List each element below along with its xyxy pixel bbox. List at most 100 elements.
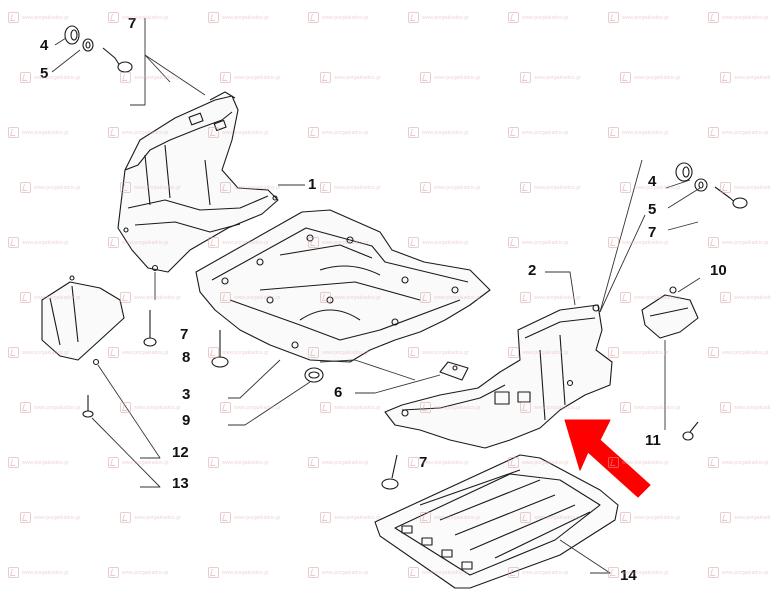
watermark-text: www.porgakiados.gr [234, 514, 281, 521]
watermark: www.porgakiados.gr [608, 567, 669, 578]
watermark: www.porgakiados.gr [8, 457, 69, 468]
watermark-logo-icon [720, 402, 731, 413]
watermark: www.porgakiados.gr [420, 512, 481, 523]
watermark-logo-icon [8, 237, 19, 248]
watermark-logo-icon [408, 12, 419, 23]
watermark-logo-icon [108, 12, 119, 23]
watermark-text: www.porgakiados.gr [22, 14, 69, 21]
watermark: www.porgakiados.gr [120, 402, 181, 413]
watermark: www.porgakiados.gr [308, 12, 369, 23]
watermark: www.porgakiados.gr [8, 12, 69, 23]
watermark: www.porgakiados.gr [708, 127, 769, 138]
watermark-logo-icon [8, 12, 19, 23]
callout-c13: 13 [172, 475, 189, 492]
part-3-center-shield [195, 209, 491, 363]
watermark-logo-icon [320, 402, 331, 413]
watermark-logo-icon [408, 457, 419, 468]
watermark-logo-icon [420, 512, 431, 523]
watermark-logo-icon [508, 12, 519, 23]
watermark-logo-icon [108, 567, 119, 578]
part-1-upper-shield [117, 91, 279, 273]
watermark-logo-icon [20, 402, 31, 413]
watermark: www.porgakiados.gr [108, 127, 169, 138]
watermark-logo-icon [408, 347, 419, 358]
watermark: www.porgakiados.gr [620, 182, 681, 193]
watermark-logo-icon [208, 347, 219, 358]
callout-c10: 10 [710, 262, 727, 279]
watermark-text: www.porgakiados.gr [422, 459, 469, 466]
watermark-logo-icon [308, 237, 319, 248]
watermark-logo-icon [508, 347, 519, 358]
watermark-text: www.porgakiados.gr [222, 459, 269, 466]
watermark-text: www.porgakiados.gr [734, 74, 771, 81]
watermark-text: www.porgakiados.gr [22, 569, 69, 576]
watermark-text: www.porgakiados.gr [22, 349, 69, 356]
watermark-text: www.porgakiados.gr [522, 239, 569, 246]
watermark-logo-icon [620, 512, 631, 523]
watermark-logo-icon [520, 182, 531, 193]
watermark: www.porgakiados.gr [208, 457, 269, 468]
watermark: www.porgakiados.gr [508, 127, 569, 138]
watermark-text: www.porgakiados.gr [722, 459, 769, 466]
watermark-text: www.porgakiados.gr [222, 239, 269, 246]
watermark-text: www.porgakiados.gr [34, 294, 81, 301]
watermark-logo-icon [708, 12, 719, 23]
watermark: www.porgakiados.gr [420, 182, 481, 193]
watermark-logo-icon [108, 237, 119, 248]
part-2-side-shield [384, 304, 613, 449]
watermark: www.porgakiados.gr [20, 72, 81, 83]
watermark-logo-icon [720, 72, 731, 83]
watermark: www.porgakiados.gr [708, 237, 769, 248]
callout-c14: 14 [620, 567, 637, 584]
watermark-text: www.porgakiados.gr [334, 294, 381, 301]
watermark-logo-icon [220, 512, 231, 523]
watermark-text: www.porgakiados.gr [122, 14, 169, 21]
watermark-text: www.porgakiados.gr [34, 184, 81, 191]
watermark-text: www.porgakiados.gr [122, 129, 169, 136]
watermark-text: www.porgakiados.gr [234, 184, 281, 191]
watermark-text: www.porgakiados.gr [34, 74, 81, 81]
watermark-text: www.porgakiados.gr [622, 569, 669, 576]
watermark-logo-icon [720, 292, 731, 303]
watermark-logo-icon [408, 567, 419, 578]
watermark-text: www.porgakiados.gr [22, 459, 69, 466]
watermark-text: www.porgakiados.gr [634, 514, 681, 521]
watermark-logo-icon [308, 457, 319, 468]
watermark: www.porgakiados.gr [208, 12, 269, 23]
watermark-text: www.porgakiados.gr [222, 349, 269, 356]
watermark: www.porgakiados.gr [20, 292, 81, 303]
watermark-text: www.porgakiados.gr [34, 404, 81, 411]
watermark: www.porgakiados.gr [120, 72, 181, 83]
watermark: www.porgakiados.gr [308, 567, 369, 578]
watermark: www.porgakiados.gr [720, 182, 771, 193]
watermark-text: www.porgakiados.gr [422, 349, 469, 356]
callout-c3: 3 [182, 386, 191, 403]
watermark: www.porgakiados.gr [108, 237, 169, 248]
callout-c4b: 4 [648, 173, 657, 190]
watermark-logo-icon [620, 292, 631, 303]
watermark-logo-icon [308, 127, 319, 138]
watermark-text: www.porgakiados.gr [634, 74, 681, 81]
watermark-text: www.porgakiados.gr [322, 129, 369, 136]
watermark-logo-icon [608, 347, 619, 358]
watermark: www.porgakiados.gr [208, 347, 269, 358]
watermark-logo-icon [420, 182, 431, 193]
watermark-text: www.porgakiados.gr [134, 74, 181, 81]
watermark: www.porgakiados.gr [708, 347, 769, 358]
watermark-logo-icon [420, 72, 431, 83]
watermark: www.porgakiados.gr [508, 237, 569, 248]
watermark-logo-icon [620, 72, 631, 83]
watermark-logo-icon [408, 237, 419, 248]
watermark: www.porgakiados.gr [520, 292, 581, 303]
watermark-text: www.porgakiados.gr [134, 404, 181, 411]
watermark-logo-icon [120, 402, 131, 413]
watermark-text: www.porgakiados.gr [534, 184, 581, 191]
watermark: www.porgakiados.gr [708, 457, 769, 468]
watermark: www.porgakiados.gr [520, 182, 581, 193]
watermark-text: www.porgakiados.gr [422, 129, 469, 136]
watermark-logo-icon [708, 567, 719, 578]
watermark-logo-icon [120, 512, 131, 523]
watermark-logo-icon [120, 72, 131, 83]
watermark-text: www.porgakiados.gr [434, 184, 481, 191]
watermark: www.porgakiados.gr [108, 347, 169, 358]
